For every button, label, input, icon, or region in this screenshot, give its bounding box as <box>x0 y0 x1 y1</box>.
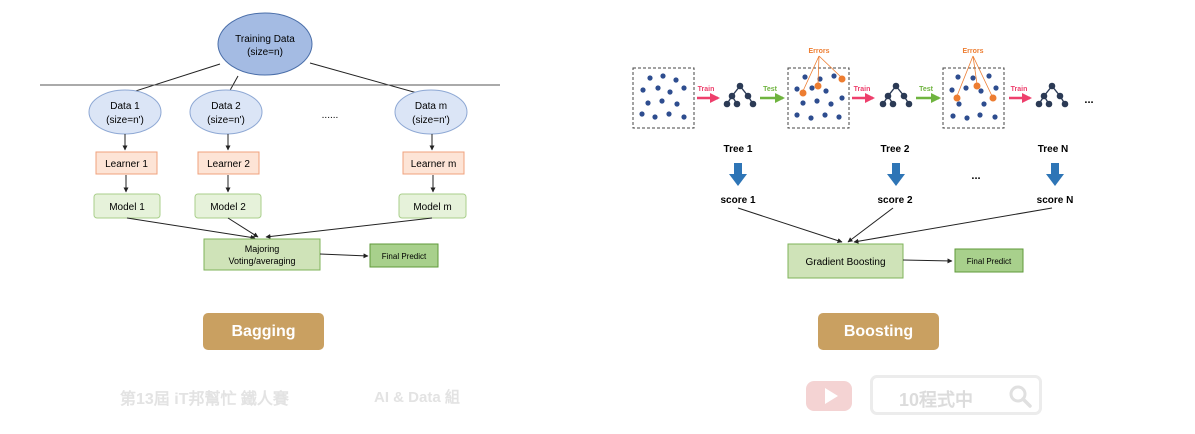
learner-2-box <box>197 151 260 175</box>
train-label-1: Train <box>698 86 715 93</box>
data-2-node <box>189 89 263 135</box>
data-m-node <box>394 89 468 135</box>
aggregator-line2: Voting/averaging <box>228 256 295 266</box>
data-2-size: (size=n') <box>207 115 245 126</box>
down-arrow-3-icon <box>1046 163 1064 186</box>
learner-1-box <box>95 151 158 175</box>
bagging-diagram: Training Data (size=n) Data 1 (size=n') … <box>40 12 500 271</box>
bagging-ellipsis: ...... <box>322 110 339 121</box>
dataset-3-errors <box>953 82 997 102</box>
errors-label-2: Errors <box>962 48 983 55</box>
errors-label-1: Errors <box>808 48 829 55</box>
gradient-boosting-box <box>787 243 904 279</box>
bagging-final-box <box>369 243 439 268</box>
train-label-2: Train <box>854 86 871 93</box>
data-m-label: Data m <box>415 101 447 112</box>
down-arrow-1-icon <box>729 163 747 186</box>
data-1-label: Data 1 <box>110 101 140 112</box>
boosting-title-pill: Boosting <box>818 313 939 350</box>
bagging-title-pill: Bagging <box>203 313 324 350</box>
errors-callout-lines-2 <box>956 55 993 97</box>
score-n-label: score N <box>1037 195 1074 206</box>
channel-name: 10程式中 <box>899 390 974 410</box>
model-2-label: Model 2 <box>210 202 246 213</box>
dataset-3-points <box>949 73 999 121</box>
learner-to-model-arrows <box>123 175 436 193</box>
score-to-aggregator-arrows <box>737 207 1053 244</box>
data-to-learner-arrows <box>122 134 435 151</box>
boost-dataset-1 <box>632 67 695 129</box>
bagging-final-label: Final Predict <box>382 252 427 261</box>
model-1-label: Model 1 <box>109 202 145 213</box>
tree-2-icon <box>879 82 913 108</box>
model-m-label: Model m <box>413 202 451 213</box>
boost-dataset-3 <box>942 67 1005 129</box>
training-data-node <box>217 12 313 76</box>
tree-2-label: Tree 2 <box>881 144 910 155</box>
tree-1-label: Tree 1 <box>724 144 753 155</box>
learner-m-box <box>402 151 465 175</box>
tree-1-icon <box>723 82 757 108</box>
youtube-play-icon <box>825 388 838 404</box>
learner-m-label: Learner m <box>411 159 457 170</box>
bagging-tree-connectors <box>40 62 500 97</box>
voting-aggregator-box <box>203 238 321 271</box>
boosting-final-box <box>954 248 1024 273</box>
boosting-trailing-dots: ... <box>1084 94 1093 106</box>
score-1-label: score 1 <box>720 195 755 206</box>
test-label-1: Test <box>763 86 778 93</box>
data-1-node <box>88 89 162 135</box>
watermark-event: 第13屆 iT邦幫忙 鐵人賽 <box>120 391 289 408</box>
score-2-label: score 2 <box>877 195 912 206</box>
test-label-2: Test <box>919 86 934 93</box>
boosting-title: Boosting <box>843 322 914 340</box>
training-data-size: (size=n) <box>247 47 283 58</box>
boosting-final-label: Final Predict <box>967 257 1012 266</box>
dataset-2-points <box>794 73 845 121</box>
boosting-mid-dots: ... <box>971 170 980 182</box>
search-icon <box>1009 385 1032 408</box>
model-to-aggregator-arrows <box>126 217 433 240</box>
tree-n-label: Tree N <box>1038 144 1069 155</box>
learner-1-label: Learner 1 <box>105 159 148 170</box>
aggregator-line1: Majoring <box>245 244 280 254</box>
train-label-3: Train <box>1011 86 1028 93</box>
data-m-size: (size=n') <box>412 115 450 126</box>
gradient-boosting-label: Gradient Boosting <box>805 257 885 268</box>
bagging-title: Bagging <box>231 322 296 340</box>
learner-2-label: Learner 2 <box>207 159 250 170</box>
down-arrow-2-icon <box>887 163 905 186</box>
tree-3-icon <box>1035 82 1069 108</box>
boosting-to-final-arrow <box>902 258 953 264</box>
errors-callout-lines-1 <box>802 55 842 92</box>
dataset-1-points <box>639 73 687 120</box>
channel-search-box: 10程式中 <box>870 375 1042 415</box>
data-2-label: Data 2 <box>211 101 241 112</box>
dataset-2-errors <box>799 75 846 97</box>
model-m-box <box>398 193 467 219</box>
boosting-diagram: Errors Errors Train Test Train Test Trai… <box>632 48 1094 279</box>
data-1-size: (size=n') <box>106 115 144 126</box>
watermark-group: AI & Data 組 <box>374 389 460 406</box>
aggregator-to-final-arrow <box>319 253 369 259</box>
training-data-label: Training Data <box>235 34 295 45</box>
